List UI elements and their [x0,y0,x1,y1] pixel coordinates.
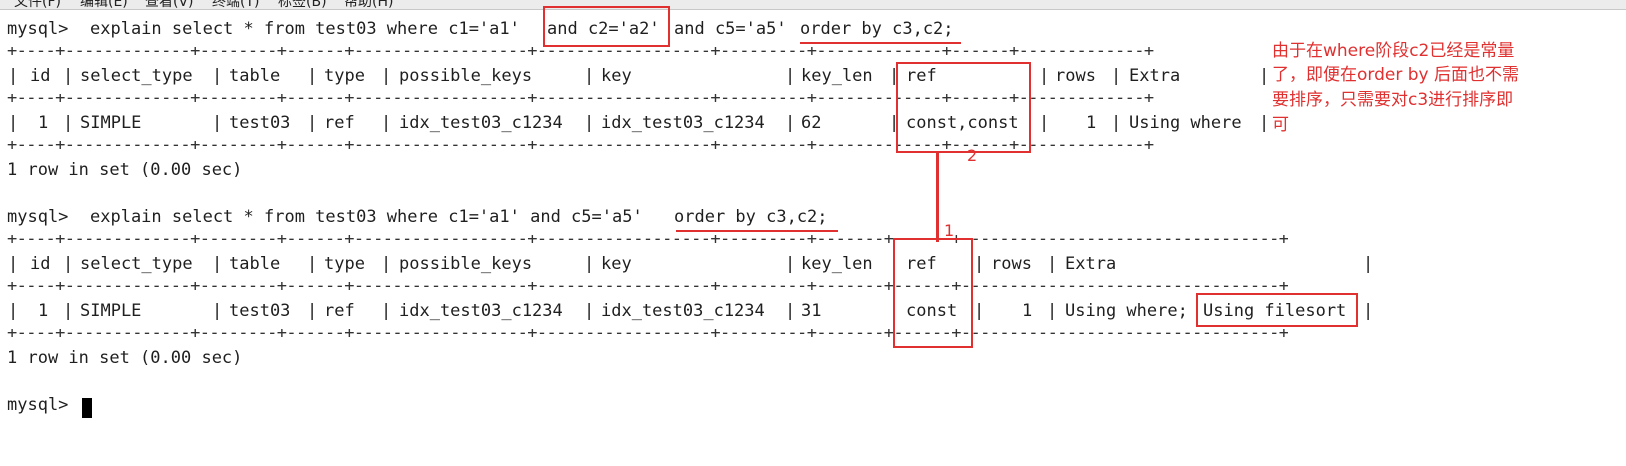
underline-query1-order-by [800,42,961,44]
label-1: 1 [944,221,955,240]
header-type: type [324,66,365,86]
header-key: key [601,66,632,86]
highlight-box-filesort [1196,293,1358,327]
cell-rows: 1 [1086,113,1097,133]
cell-table: test03 [229,113,291,133]
note-line-1: 由于在where阶段c2已经是常量 [1272,41,1515,61]
connector-line [936,152,939,242]
header-rows: rows [991,254,1032,274]
highlight-box-query2-ref [893,238,973,348]
cell-key: idx_test03_c1234 [601,113,765,133]
header-key-len: key_len [801,66,873,86]
table-border: +----+-------------+--------+------+----… [7,47,1154,55]
cell-ref: const [906,301,958,321]
query2-command: explain select * from test03 where c1='a… [90,207,643,227]
header-id: id [30,66,51,86]
cell-key-len: 62 [801,113,822,133]
prompt: mysql> [7,395,69,415]
cell-extra: Using where [1129,113,1242,133]
table-border: +----+-------------+--------+------+----… [7,329,1288,337]
query1-command: explain select * from test03 where c1='a… [90,19,520,39]
header-table: table [229,66,281,86]
cell-id: 1 [38,301,49,321]
note-line-2: 了，即便在order by 后面也不需 [1272,65,1519,85]
header-ref: ref [906,254,937,274]
header-id: id [30,254,51,274]
menu-edit[interactable]: 编辑(E) [80,0,128,10]
cell-rows: 1 [1022,301,1033,321]
cell-key-len: 31 [801,301,822,321]
query1-footer: 1 row in set (0.00 sec) [7,160,243,180]
underline-query2-order-by [676,230,838,232]
menu-bar: 文件(F) 编辑(E) 查看(V) 终端(T) 标签(B) 帮助(H) [0,0,1626,10]
cell-possible-keys: idx_test03_c1234 [399,113,563,133]
header-possible-keys: possible_keys [399,254,533,274]
cell-type: ref [324,301,355,321]
highlight-box-query1-ref [896,62,1031,153]
header-type: type [324,254,365,274]
cell-ref: const,const [906,113,1019,133]
cell-key: idx_test03_c1234 [601,301,765,321]
label-2: 2 [967,146,978,165]
cell-table: test03 [229,301,291,321]
header-select-type: select_type [80,254,193,274]
prompt: mysql> [7,207,69,227]
menu-tabs[interactable]: 标签(B) [278,0,327,10]
prompt: mysql> [7,19,69,39]
table-border: +----+-------------+--------+------+----… [7,141,1154,149]
table-border: +----+-------------+--------+------+----… [7,235,1288,243]
cell-select-type: SIMPLE [80,113,142,133]
menu-file[interactable]: 文件(F) [14,0,61,10]
query2-order-by: order by c3,c2; [674,207,828,227]
note-line-3: 要排序，只需要对c3进行排序即 [1272,90,1514,110]
highlight-box-c2-condition [543,6,670,47]
query1-condition-c5: and c5='a5' [674,19,787,39]
text-cursor [82,398,92,418]
cell-extra: Using where; [1065,301,1188,321]
cell-id: 1 [38,113,49,133]
menu-terminal[interactable]: 终端(T) [212,0,260,10]
header-extra: Extra [1065,254,1117,274]
cell-possible-keys: idx_test03_c1234 [399,301,563,321]
header-table: table [229,254,281,274]
header-rows: rows [1055,66,1096,86]
cell-type: ref [324,113,355,133]
menu-view[interactable]: 查看(V) [145,0,194,10]
header-extra: Extra [1129,66,1181,86]
header-possible-keys: possible_keys [399,66,533,86]
menu-help[interactable]: 帮助(H) [344,0,394,10]
query1-order-by: order by c3,c2; [800,19,954,39]
table-border: +----+-------------+--------+------+----… [7,282,1288,290]
table-border: +----+-------------+--------+------+----… [7,94,1154,102]
header-ref: ref [906,66,937,86]
cell-extra-filesort: Using filesort [1203,301,1347,321]
query2-footer: 1 row in set (0.00 sec) [7,348,243,368]
note-line-4: 可 [1272,115,1289,135]
header-key-len: key_len [801,254,873,274]
cell-select-type: SIMPLE [80,301,142,321]
query1-condition-c2: and c2='a2' [547,19,660,39]
header-key: key [601,254,632,274]
header-select-type: select_type [80,66,193,86]
